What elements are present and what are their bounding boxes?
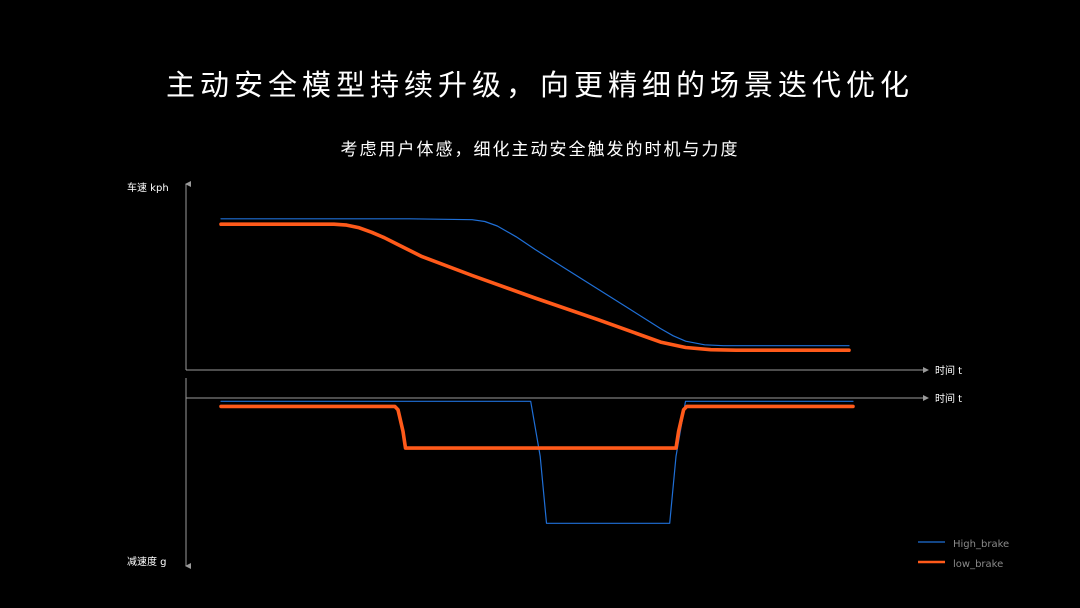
decel-series-group [219,400,855,524]
speed-series-group [219,218,851,352]
speed-line-low-brake [219,222,851,352]
decel-line-high-brake [220,400,854,524]
legend-label-high-brake: High_brake [953,539,1009,550]
decel-line-low-brake [219,404,855,450]
page-subtitle: 考虑用户体感，细化主动安全触发的时机与力度 [340,140,740,160]
decel-x-axis-label: 时间 t [935,392,962,405]
decel-y-axis-label: 减速度 g [127,555,167,568]
legend: High_brake low_brake [918,539,1009,570]
speed-y-axis-label: 车速 kph [127,181,169,194]
speed-line-high-brake [220,218,850,347]
page-title: 主动安全模型持续升级，向更精细的场景迭代优化 [165,68,914,102]
speed-x-axis-label: 时间 t [935,364,962,377]
legend-label-low-brake: low_brake [953,559,1003,570]
